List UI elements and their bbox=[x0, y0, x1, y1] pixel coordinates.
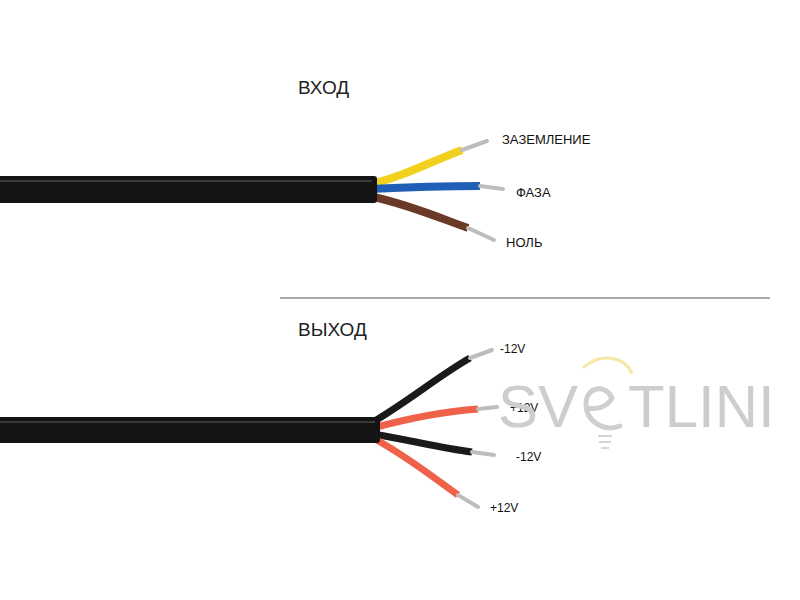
wire-tip bbox=[458, 495, 478, 507]
cable-highlight bbox=[0, 180, 372, 182]
cable-highlight bbox=[0, 421, 375, 423]
output-cable bbox=[0, 417, 380, 443]
section-heading: ВЫХОД bbox=[298, 320, 367, 339]
watermark: TLINI bbox=[628, 377, 775, 437]
red-wire bbox=[373, 409, 478, 428]
wire-label: ЗАЗЕМЛЕНИЕ bbox=[502, 133, 590, 146]
wire-tip bbox=[468, 228, 494, 240]
separator-line bbox=[280, 298, 770, 299]
wire-label: НОЛЬ bbox=[506, 236, 542, 249]
input-wires bbox=[370, 141, 503, 240]
wire-tip bbox=[470, 350, 492, 358]
section-heading: ВХОД bbox=[298, 78, 349, 97]
wire-tip bbox=[462, 141, 487, 150]
bulb-base bbox=[598, 436, 612, 448]
wire-tip bbox=[480, 186, 503, 189]
output-wires bbox=[373, 350, 497, 507]
wire-tip bbox=[478, 407, 497, 409]
red-wire bbox=[373, 438, 458, 495]
bulb-outline bbox=[586, 389, 620, 428]
yellow-wire bbox=[370, 150, 462, 184]
wire-label: -12V bbox=[500, 343, 525, 355]
blue-wire bbox=[370, 186, 480, 189]
watermark: SV bbox=[498, 377, 578, 437]
wire-label: -12V bbox=[516, 451, 541, 463]
input-cable bbox=[0, 176, 377, 203]
wire-tip bbox=[472, 452, 494, 455]
wire-label: ФАЗА bbox=[516, 186, 551, 199]
brown-wire bbox=[370, 196, 468, 228]
bulb-glow bbox=[583, 358, 632, 374]
watermark-bulb bbox=[583, 358, 632, 448]
wire-label: +12V bbox=[490, 502, 518, 514]
